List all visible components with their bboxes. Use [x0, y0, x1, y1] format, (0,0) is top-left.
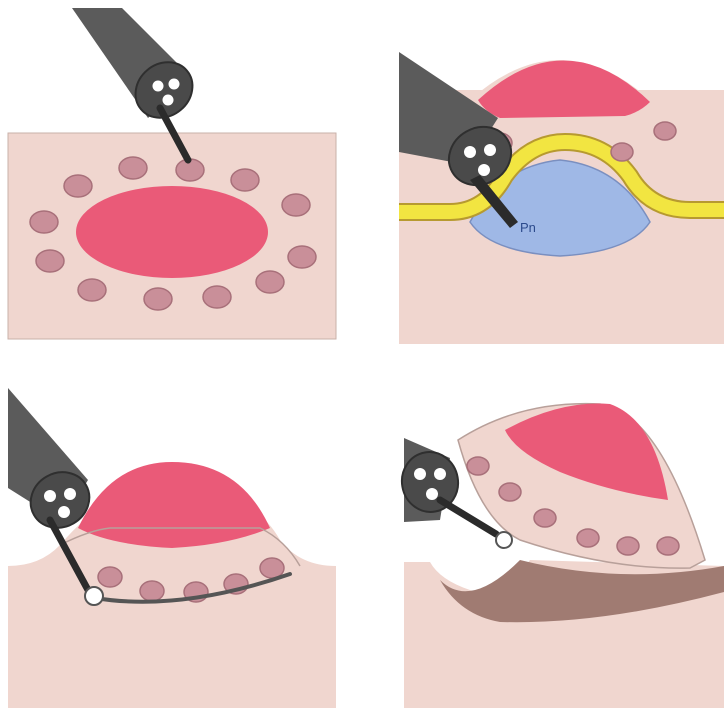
- panel-incision: [8, 388, 336, 708]
- marking-dot: [260, 558, 284, 578]
- marking-dot: [78, 279, 106, 301]
- marking-dot: [36, 250, 64, 272]
- marking-dot: [534, 509, 556, 527]
- lesion: [478, 60, 650, 118]
- panel-marking: [8, 8, 336, 339]
- marking-dot: [654, 122, 676, 140]
- marking-dot: [140, 581, 164, 601]
- marking-dot: [64, 175, 92, 197]
- marking-dot: [467, 457, 489, 475]
- panel-injection: Pn: [399, 52, 724, 344]
- marking-dot: [577, 529, 599, 547]
- marking-dot: [611, 143, 633, 161]
- marking-dot: [288, 246, 316, 268]
- marking-dot: [657, 537, 679, 555]
- panel-dissection: [397, 404, 724, 708]
- knife-tip-icon: [496, 532, 512, 548]
- marking-dot: [98, 567, 122, 587]
- marking-dot: [203, 286, 231, 308]
- marking-dot: [282, 194, 310, 216]
- lesion: [76, 186, 268, 278]
- injection-label: Pn: [520, 220, 536, 235]
- marking-dot: [144, 288, 172, 310]
- marking-dot: [617, 537, 639, 555]
- marking-dot: [30, 211, 58, 233]
- marking-dot: [231, 169, 259, 191]
- lesion: [78, 462, 270, 548]
- marking-dot: [499, 483, 521, 501]
- marking-dot: [119, 157, 147, 179]
- marking-dot: [256, 271, 284, 293]
- knife-tip-icon: [85, 587, 103, 605]
